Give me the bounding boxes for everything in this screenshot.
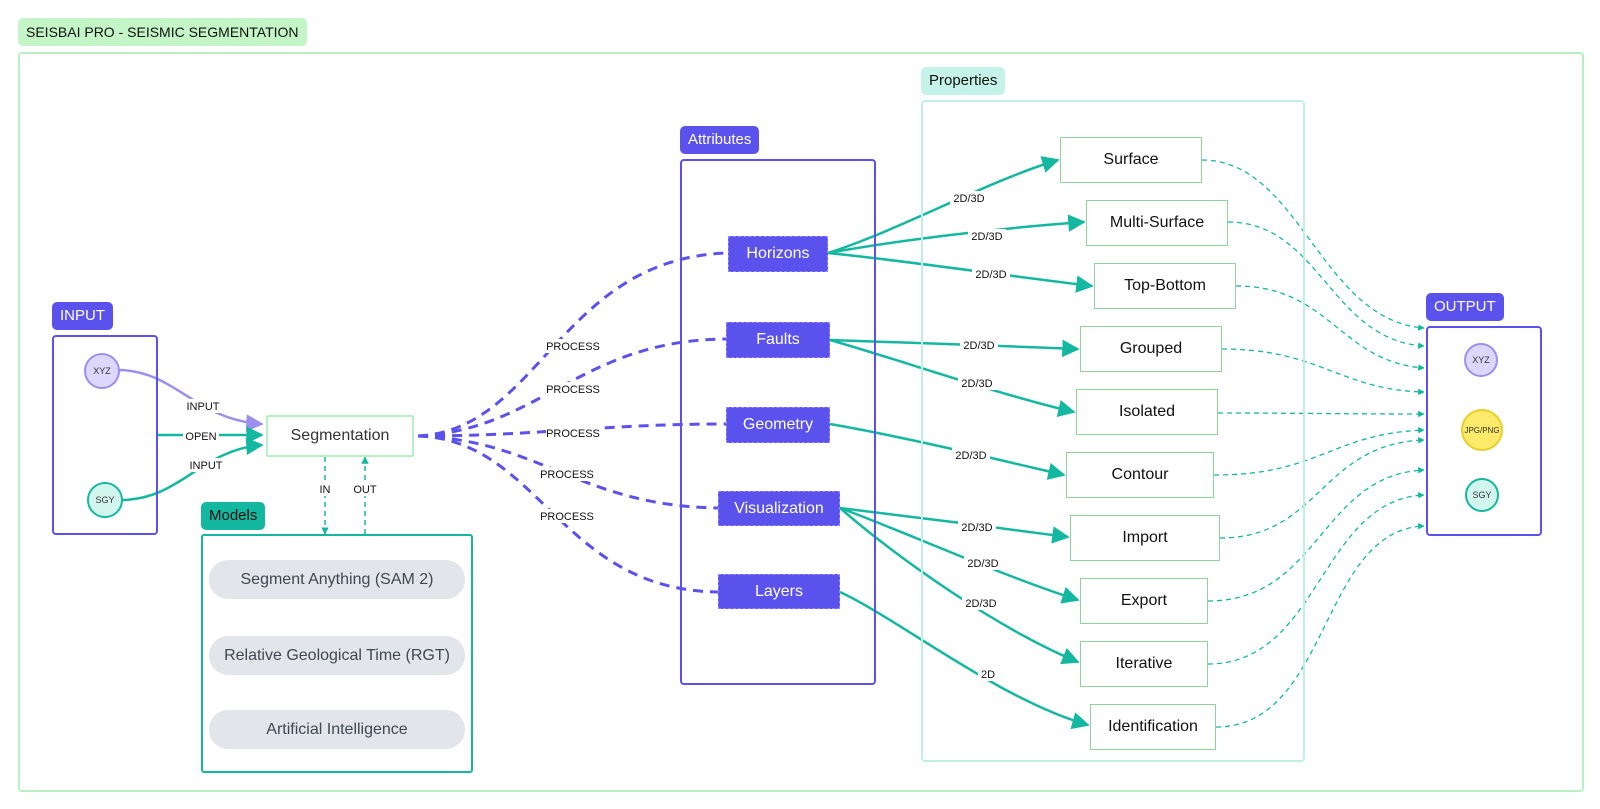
prop-multi-surface[interactable]: Multi-Surface	[1086, 200, 1228, 246]
attr-faults[interactable]: Faults	[726, 322, 830, 358]
edge-label-input-xyz: INPUT	[187, 401, 220, 413]
edge-iterative-output	[1207, 492, 1425, 665]
edge-label-input-sgy: INPUT	[190, 460, 223, 472]
edge-label-contour: 2D/3D	[955, 450, 986, 462]
edge-horizons-top-bottom	[827, 251, 1094, 293]
edge-label-process-geometry: PROCESS	[546, 428, 600, 440]
edge-label-surface: 2D/3D	[953, 193, 984, 205]
edge-label-import: 2D/3D	[961, 522, 992, 534]
output-group-frame	[1426, 326, 1542, 536]
output-jpg-png-node[interactable]: JPG/PNG	[1461, 409, 1503, 451]
edge-xyz-segmentation	[117, 368, 264, 432]
edge-label-identification: 2D	[981, 669, 995, 681]
attributes-group-label: Attributes	[680, 126, 760, 154]
prop-identification[interactable]: Identification	[1090, 704, 1216, 750]
input-group-label: INPUT	[52, 302, 113, 330]
edge-horizons-multi-surface	[827, 214, 1086, 255]
attr-geometry[interactable]: Geometry	[726, 407, 830, 443]
edge-sgy-segmentation	[120, 437, 264, 502]
properties-group-label: Properties	[921, 67, 1006, 95]
edge-label-isolated: 2D/3D	[961, 378, 992, 390]
model-rgt[interactable]: Relative Geological Time (RGT)	[209, 636, 465, 675]
output-group-label: OUTPUT	[1426, 293, 1504, 321]
edge-label-process-layers: PROCESS	[540, 511, 594, 523]
prop-export[interactable]: Export	[1080, 578, 1208, 624]
attributes-group-frame	[680, 159, 876, 685]
prop-isolated[interactable]: Isolated	[1076, 389, 1218, 435]
properties-group-frame	[921, 100, 1305, 762]
prop-contour[interactable]: Contour	[1066, 452, 1214, 498]
edge-label-process-visualization: PROCESS	[540, 469, 594, 481]
edge-grouped-output	[1221, 348, 1425, 396]
prop-import[interactable]: Import	[1070, 515, 1220, 561]
edge-identification-output	[1215, 522, 1425, 728]
input-sgy-node[interactable]: SGY	[87, 482, 123, 518]
edge-label-multi-surface: 2D/3D	[971, 231, 1002, 243]
edge-multi-surface-output	[1227, 221, 1425, 349]
model-sam2[interactable]: Segment Anything (SAM 2)	[209, 560, 465, 599]
output-sgy-node[interactable]: SGY	[1465, 478, 1499, 512]
edge-geometry-contour	[829, 422, 1066, 480]
edge-visualization-export	[839, 506, 1080, 604]
prop-top-bottom[interactable]: Top-Bottom	[1094, 263, 1236, 309]
diagram-title: SEISBAI PRO - SEISMIC SEGMENTATION	[18, 18, 307, 46]
edge-isolated-output	[1217, 410, 1425, 418]
edge-label-iterative: 2D/3D	[965, 598, 996, 610]
edge-top-bottom-output	[1235, 285, 1425, 371]
prop-surface[interactable]: Surface	[1060, 137, 1202, 183]
segmentation-node[interactable]: Segmentation	[266, 415, 414, 457]
attr-horizons[interactable]: Horizons	[728, 236, 828, 272]
models-group-frame	[201, 534, 473, 773]
prop-grouped[interactable]: Grouped	[1080, 326, 1222, 372]
edge-label-process-faults: PROCESS	[546, 384, 600, 396]
attr-layers[interactable]: Layers	[718, 574, 840, 609]
model-ai[interactable]: Artificial Intelligence	[209, 710, 465, 749]
input-group-frame	[52, 335, 158, 535]
edge-label-export: 2D/3D	[967, 558, 998, 570]
edge-label-open: OPEN	[185, 431, 216, 443]
edge-label-top-bottom: 2D/3D	[975, 269, 1006, 281]
edge-export-output	[1207, 467, 1425, 602]
attr-visualization[interactable]: Visualization	[718, 491, 840, 526]
edge-faults-grouped	[829, 338, 1080, 358]
edge-visualization-iterative	[839, 507, 1080, 665]
edge-label-process-horizons: PROCESS	[546, 341, 600, 353]
edge-label-out: OUT	[353, 484, 377, 496]
input-xyz-node[interactable]: XYZ	[84, 353, 120, 389]
output-xyz-node[interactable]: XYZ	[1464, 343, 1498, 377]
edge-horizons-surface	[827, 156, 1060, 255]
edge-process-visualization	[417, 434, 719, 510]
prop-iterative[interactable]: Iterative	[1080, 641, 1208, 687]
edge-label-grouped: 2D/3D	[963, 340, 994, 352]
edge-faults-isolated	[829, 338, 1076, 417]
edge-visualization-import	[839, 506, 1070, 544]
edge-label-in: IN	[320, 484, 331, 496]
edge-layers-identification	[839, 590, 1090, 730]
edge-contour-output	[1213, 427, 1425, 476]
models-group-label: Models	[201, 502, 266, 530]
edge-surface-output	[1201, 159, 1425, 331]
